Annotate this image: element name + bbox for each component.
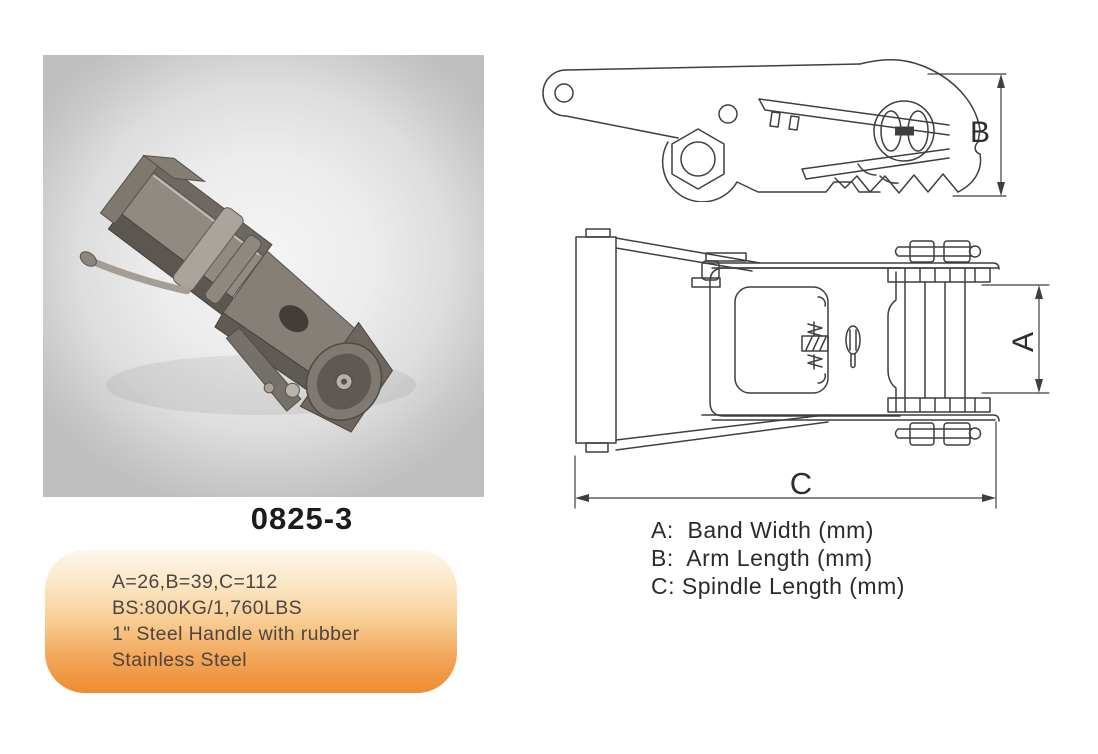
legend-row-band-width: A: Band Width (mm) xyxy=(651,517,874,543)
buckle-photo-illustration xyxy=(79,154,416,433)
spec-line-handle: 1" Steel Handle with rubber xyxy=(112,623,360,645)
spec-line-dimensions: A=26,B=39,C=112 xyxy=(112,571,278,593)
legend-row-arm-length: B: Arm Length (mm) xyxy=(651,545,873,571)
dimension-label-a: A xyxy=(1007,332,1040,352)
legend-row-spindle-length: C: Spindle Length (mm) xyxy=(651,573,905,599)
product-photo xyxy=(43,55,484,497)
side-view-drawing: B xyxy=(542,58,1007,202)
top-view-drawing: A C xyxy=(574,228,1050,509)
dimension-label-c: C xyxy=(790,466,812,501)
spec-box: A=26,B=39,C=112 BS:800KG/1,760LBS 1" Ste… xyxy=(45,550,457,693)
dimension-label-b: B xyxy=(970,116,990,149)
spec-line-material: Stainless Steel xyxy=(112,649,247,671)
dimension-legend: A: Band Width (mm) B: Arm Length (mm) C:… xyxy=(651,516,905,600)
product-model-number: 0825-3 xyxy=(250,501,354,536)
spec-line-breaking-strength: BS:800KG/1,760LBS xyxy=(112,597,303,619)
